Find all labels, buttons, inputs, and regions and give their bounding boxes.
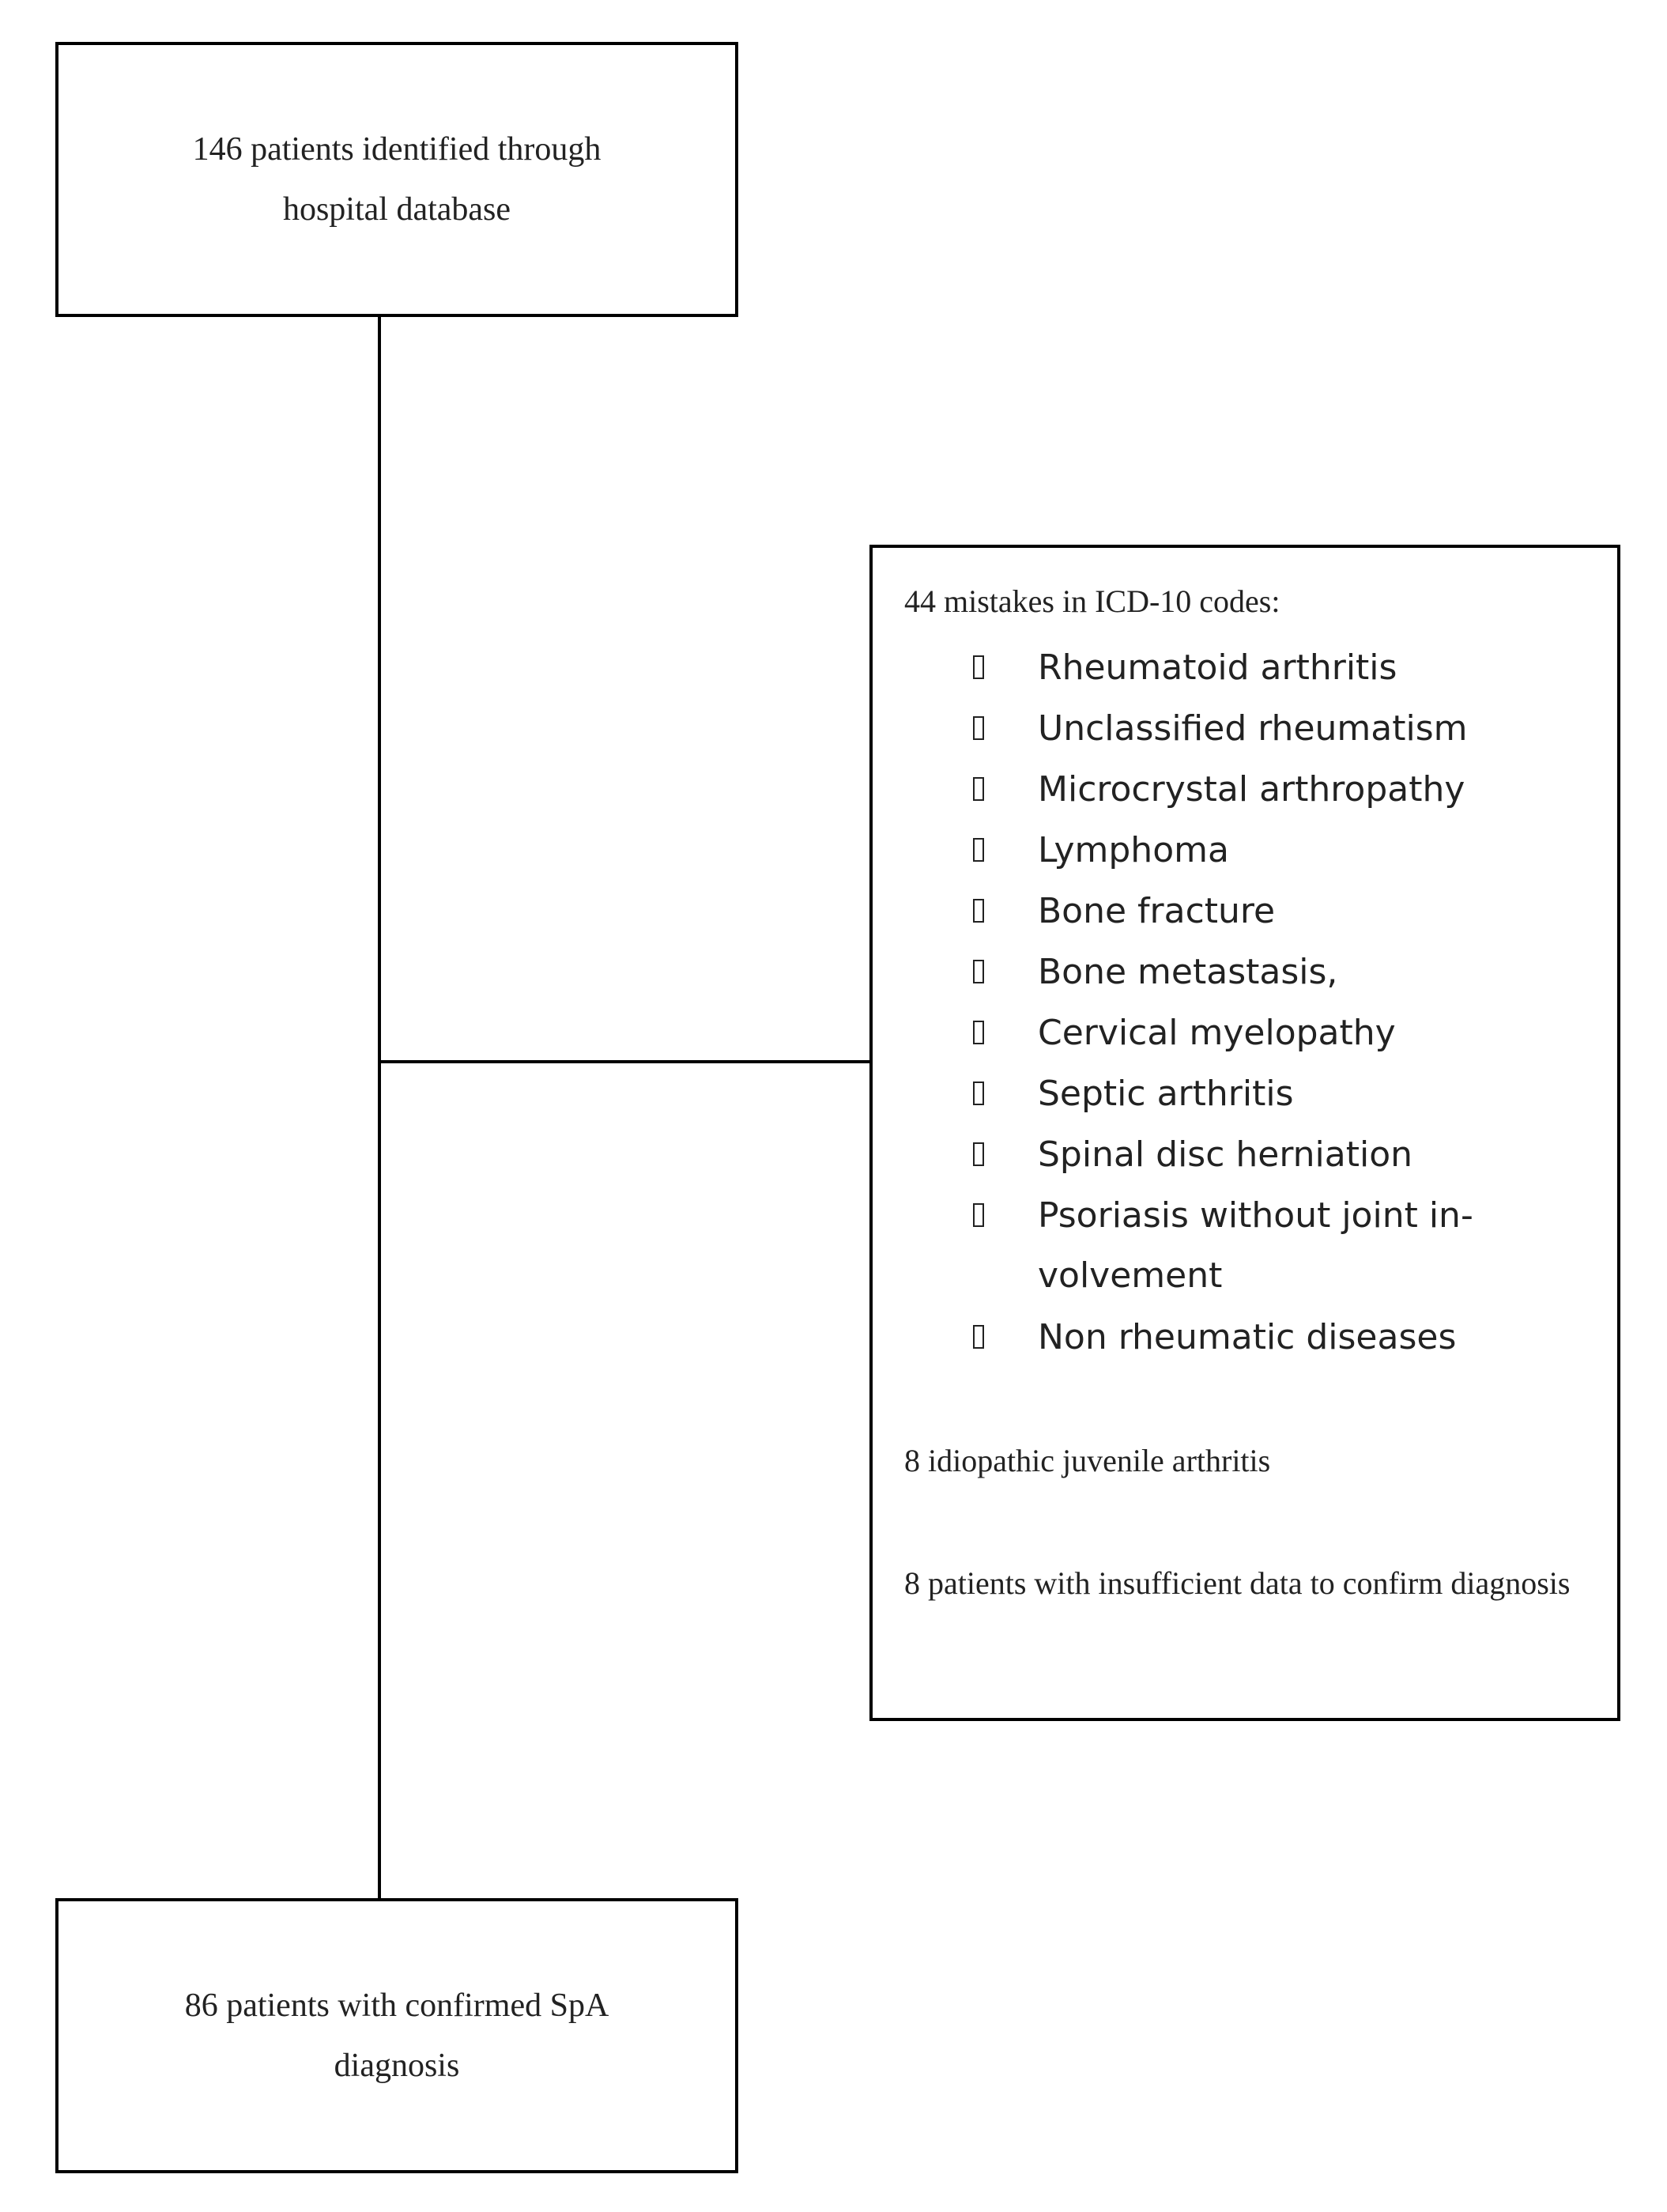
bullet-box-icon	[973, 716, 984, 740]
exclusions-heading: 44 mistakes in ICD-10 codes:	[904, 583, 1280, 619]
exclusion-reason-label: Psoriasis without joint in-volvement	[1038, 1195, 1473, 1296]
insufficient-data-note: 8 patients with insufficient data to con…	[904, 1565, 1571, 1601]
exclusion-reason-label: Non rheumatic diseases	[1038, 1317, 1457, 1357]
exclusion-reason-label: Cervical myelopathy	[1038, 1013, 1396, 1053]
confirmed-diagnosis-text: 86 patients with confirmed SpA diagnosis	[184, 1987, 609, 2084]
confirmed-diagnosis-box: 86 patients with confirmed SpA diagnosis	[55, 1898, 738, 2173]
exclusion-reason-label: Bone metastasis,	[1038, 952, 1338, 992]
identified-patients-box: 146 patients identified through hospital…	[55, 42, 738, 317]
exclusion-branch-connector	[379, 1060, 869, 1063]
bullet-box-icon	[973, 1203, 984, 1227]
juvenile-arthritis-note: 8 idiopathic juvenile arthritis	[904, 1443, 1271, 1478]
exclusion-reason-label: Rheumatoid arthritis	[1038, 647, 1397, 688]
exclusion-reason-label: Microcrystal arthropathy	[1038, 769, 1465, 810]
bullet-box-icon	[973, 960, 984, 983]
main-flow-connector	[378, 317, 381, 1898]
bullet-box-icon	[973, 655, 984, 679]
exclusion-reason-label: Spinal disc herniation	[1038, 1134, 1413, 1175]
exclusion-reason-label: Lymphoma	[1038, 830, 1229, 870]
bullet-box-icon	[973, 1325, 984, 1349]
bullet-box-icon	[973, 1142, 984, 1166]
identified-patients-text: 146 patients identified through hospital…	[192, 131, 602, 228]
bullet-box-icon	[973, 899, 984, 923]
exclusion-reason-label: Septic arthritis	[1038, 1074, 1294, 1114]
exclusion-reason-label: Unclassified rheumatism	[1038, 708, 1468, 749]
bullet-box-icon	[973, 1021, 984, 1044]
exclusion-reason-label: Bone fracture	[1038, 891, 1276, 931]
bullet-box-icon	[973, 838, 984, 862]
bullet-box-icon	[973, 1081, 984, 1105]
exclusions-box: 44 mistakes in ICD-10 codes: Rheumatoid …	[869, 545, 1620, 1721]
bullet-box-icon	[973, 777, 984, 801]
